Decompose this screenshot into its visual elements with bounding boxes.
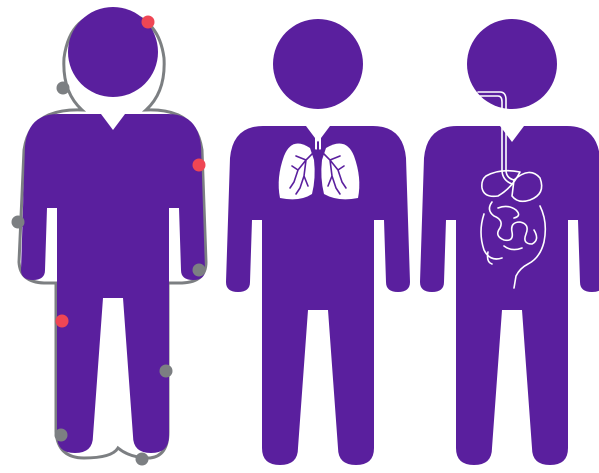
red-sensor-dot <box>193 159 206 172</box>
gray-sensor-dot <box>55 429 68 442</box>
lungs-body-silhouette <box>226 19 410 465</box>
red-sensor-dot <box>142 16 155 29</box>
gray-sensor-dot <box>136 453 149 466</box>
gray-sensor-dot <box>12 216 25 229</box>
skin-figure <box>12 7 207 466</box>
gray-sensor-dot <box>193 264 206 277</box>
digestive-body-silhouette <box>420 19 599 465</box>
skin-body-silhouette <box>21 7 205 453</box>
digestive-figure <box>420 19 599 465</box>
red-sensor-dot <box>56 315 69 328</box>
lungs-figure <box>226 19 410 465</box>
gray-sensor-dot <box>160 365 173 378</box>
gray-sensor-dot <box>57 82 70 95</box>
